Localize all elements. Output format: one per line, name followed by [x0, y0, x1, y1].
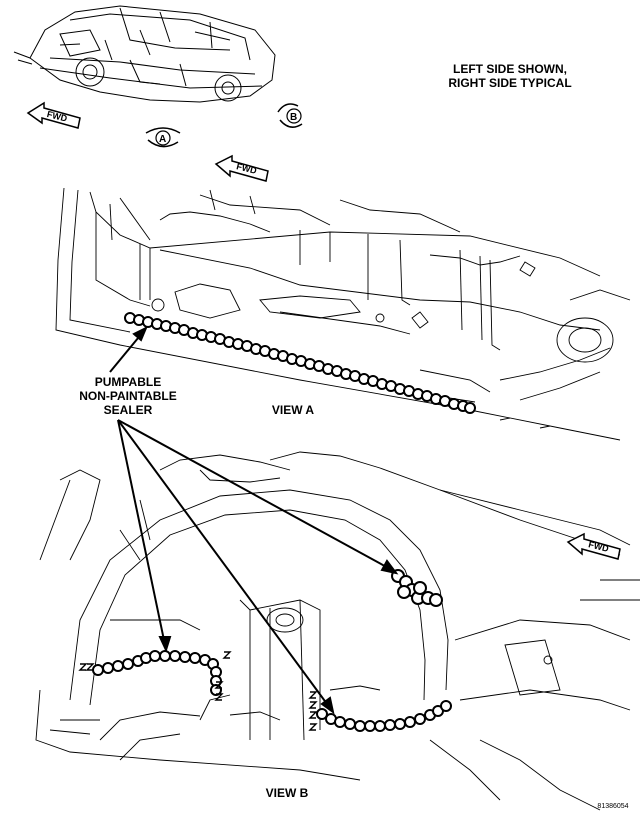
break-markers — [78, 651, 318, 731]
view-a-drawing — [55, 187, 631, 441]
view-a-label: VIEW A — [271, 403, 315, 417]
fwd-arrow-view-b: FWD — [566, 532, 621, 560]
callout-a: A — [145, 127, 181, 148]
sealer-bead-view-b-upper — [391, 569, 443, 607]
sealer-bead-view-a — [124, 312, 476, 414]
side-note: LEFT SIDE SHOWN, RIGHT SIDE TYPICAL — [430, 62, 590, 90]
callout-b-letter: B — [290, 112, 297, 123]
sealer-label-line-1: PUMPABLE — [94, 375, 162, 389]
fwd-text-3: FWD — [587, 539, 610, 554]
figure-id: 81386054 — [597, 803, 629, 810]
fwd-text-2: FWD — [235, 161, 258, 176]
sealer-label-line-2: NON-PAINTABLE — [79, 389, 177, 403]
side-note-line-1: LEFT SIDE SHOWN, — [453, 62, 567, 76]
sealer-bead-view-b-left — [92, 650, 222, 696]
leaders-view-b — [117, 419, 399, 715]
fwd-arrow-view-a: FWD — [214, 154, 269, 182]
leader-view-a — [109, 325, 148, 373]
sealer-label-line-3: SEALER — [103, 403, 153, 417]
fwd-arrow-overview: FWD — [26, 101, 81, 129]
sealer-bead-view-b-lower — [316, 700, 452, 732]
fwd-text-1: FWD — [46, 109, 69, 124]
callout-a-letter: A — [159, 134, 166, 145]
callout-b: B — [277, 103, 303, 128]
view-b-drawing — [35, 451, 640, 811]
view-b-label: VIEW B — [265, 786, 309, 800]
car-body-overview — [13, 5, 276, 103]
sealer-label: PUMPABLE NON-PAINTABLE SEALER — [58, 375, 198, 417]
side-note-line-2: RIGHT SIDE TYPICAL — [448, 76, 572, 90]
